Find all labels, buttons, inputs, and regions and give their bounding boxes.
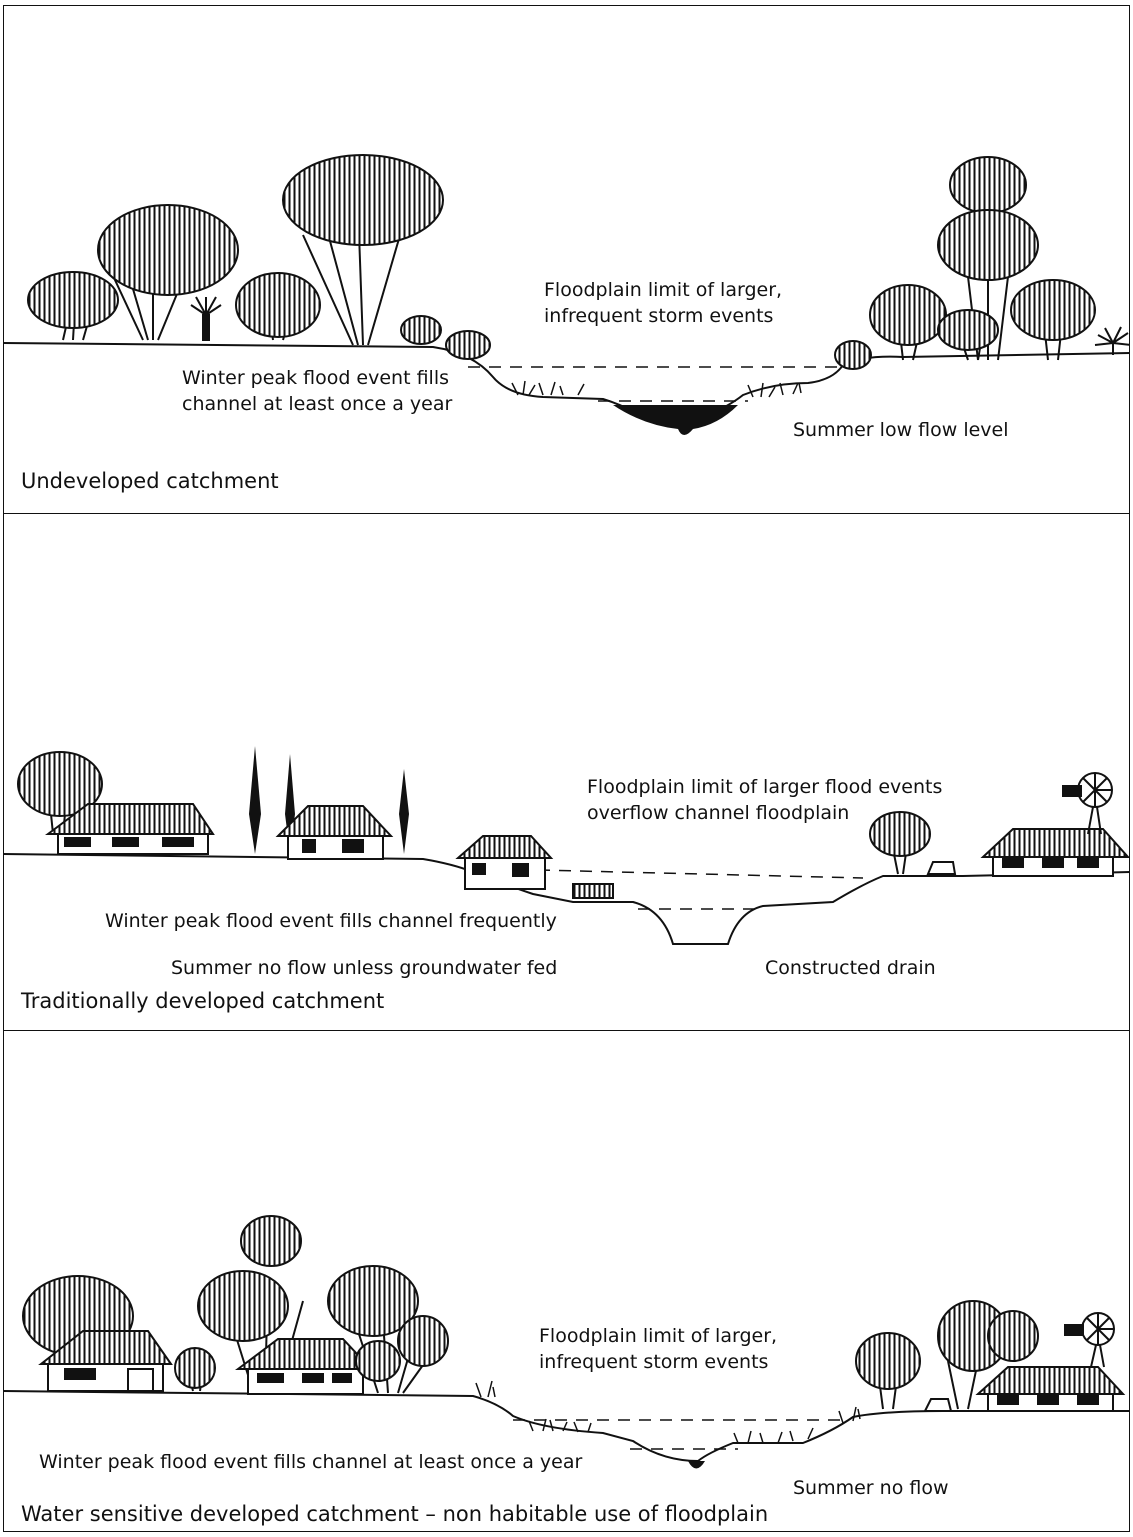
tree (1011, 280, 1095, 360)
tree (236, 273, 320, 340)
palm (191, 297, 221, 340)
panel-water-sensitive: Floodplain limit of larger, infrequent s… (3, 1031, 1130, 1531)
floodplain-limit-label: Floodplain limit of larger flood events … (587, 774, 942, 826)
floodplain-limit-label: Floodplain limit of larger, infrequent s… (544, 277, 782, 329)
summer-low-flow-label: Summer low flow level (793, 417, 1009, 443)
low-flow-water (613, 405, 738, 435)
ground-profile (3, 343, 1130, 417)
low-flow-water (688, 1461, 705, 1469)
floodplain-dashed-line (538, 870, 863, 878)
summer-no-flow-label: Summer no flow unless groundwater fed (171, 955, 557, 981)
reeds (476, 1381, 860, 1443)
tree (856, 1333, 920, 1409)
tree (175, 1348, 215, 1391)
winter-peak-label: Winter peak flood event fills channel at… (39, 1449, 582, 1475)
windmill (1063, 773, 1112, 834)
constructed-drain-label: Constructed drain (765, 955, 936, 981)
floodplain-limit-label: Floodplain limit of larger, infrequent s… (539, 1323, 777, 1375)
vehicle (928, 862, 955, 874)
winter-peak-label: Winter peak flood event fills channel fr… (105, 908, 557, 934)
panel-caption: Undeveloped catchment (21, 468, 279, 494)
winter-peak-label: Winter peak flood event fills channel at… (182, 365, 452, 417)
panel-traditional: Floodplain limit of larger flood events … (3, 514, 1130, 1030)
windmill (1065, 1313, 1114, 1367)
vehicle (925, 1399, 951, 1411)
homestead (978, 1367, 1123, 1411)
house (238, 1339, 371, 1394)
panel-caption: Traditionally developed catchment (21, 988, 384, 1014)
tree (98, 205, 238, 340)
tree (28, 272, 118, 340)
panel-undeveloped: Floodplain limit of larger, infrequent s… (3, 5, 1130, 513)
shrub (401, 316, 490, 359)
panel-caption: Water sensitive developed catchment – no… (21, 1501, 768, 1527)
palm (1095, 327, 1130, 355)
shrub (835, 341, 871, 369)
traditional-landscape-illustration (3, 514, 1130, 1030)
tree (870, 285, 946, 360)
summer-no-flow-label: Summer no flow (793, 1475, 949, 1501)
homestead (983, 829, 1128, 876)
house (458, 836, 613, 898)
